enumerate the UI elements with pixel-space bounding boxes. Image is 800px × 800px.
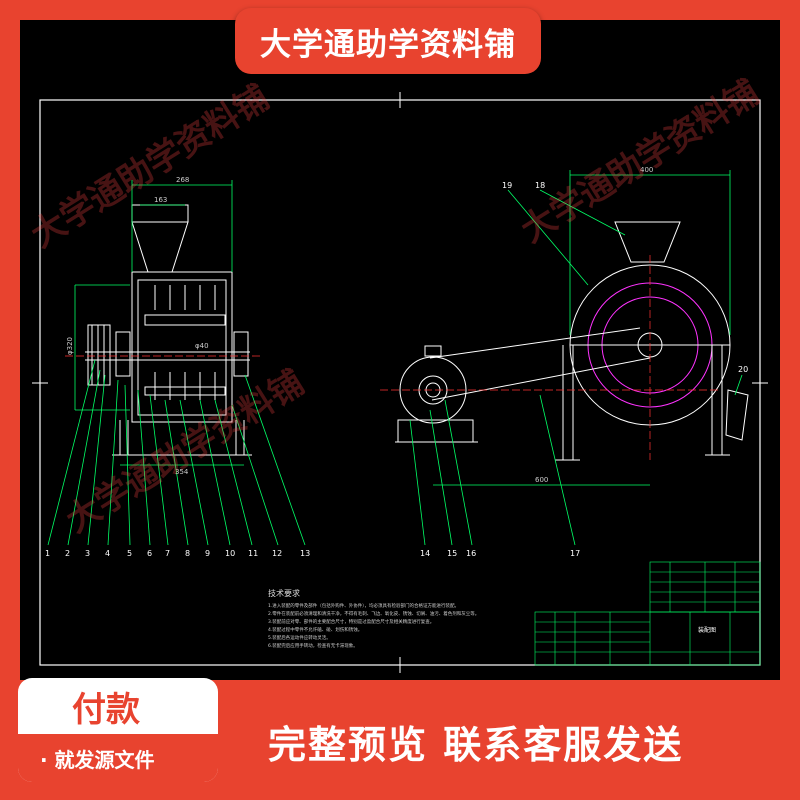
note-line: 3.装配前应对零、部件的主要配合尺寸，特别是过盈配合尺寸及相关精度进行复查。 xyxy=(268,618,434,625)
dimension-labels: 268 163 φ320 φ40 354 400 600 xyxy=(66,166,653,484)
part-number: 10 xyxy=(225,549,235,558)
part-number: 5 xyxy=(127,549,132,558)
part-number: 17 xyxy=(570,549,580,558)
note-line: 1.进入装配的零件及部件（包括外购件、外协件），均必须具有检验部门的合格证方能进… xyxy=(268,602,459,609)
title-block xyxy=(534,561,761,666)
part-number: 15 xyxy=(447,549,457,558)
part-number: 3 xyxy=(85,549,90,558)
part-number: 4 xyxy=(105,549,110,558)
top-banner: 大学通助学资料铺 xyxy=(235,8,541,74)
technical-notes: 技术要求 1.进入装配的零件及部件（包括外购件、外协件），均必须具有检验部门的合… xyxy=(268,588,479,649)
pay-subtitle-bar: · 就发源文件 xyxy=(18,734,218,782)
part-number: 7 xyxy=(165,549,170,558)
part-number: 12 xyxy=(272,549,282,558)
right-dimensions xyxy=(409,170,743,546)
banner-text: 大学通助学资料铺 xyxy=(260,26,516,63)
note-line: 5.装配后各运动件应转动灵活。 xyxy=(268,634,331,641)
note-line: 2.零件在装配前必须清理和清洗干净，不得有毛刺、飞边、氧化皮、锈蚀、切屑、油污、… xyxy=(268,610,479,617)
part-number: 2 xyxy=(65,549,70,558)
part-number: 11 xyxy=(248,549,258,558)
dim-base-width: 354 xyxy=(175,468,189,476)
dim-top-inner: 163 xyxy=(154,196,167,204)
part-number: 19 xyxy=(502,181,512,190)
pay-title: 付款 xyxy=(72,690,140,730)
left-dimensions xyxy=(47,180,306,546)
part-number: 9 xyxy=(205,549,210,558)
dim-top-width: 268 xyxy=(176,176,189,184)
pay-card[interactable]: 付款 · 就发源文件 xyxy=(18,678,218,782)
part-number: 14 xyxy=(420,549,430,558)
dim-left-height: φ320 xyxy=(66,337,74,355)
dim-shaft: φ40 xyxy=(195,342,209,350)
dim-right-base: 600 xyxy=(535,476,548,484)
part-number: 8 xyxy=(185,549,190,558)
part-number: 16 xyxy=(466,549,476,558)
left-view xyxy=(85,204,252,456)
dim-right-top: 400 xyxy=(640,166,653,174)
part-number: 20 xyxy=(738,365,748,374)
bottom-message: 完整预览 联系客服发送 xyxy=(268,723,684,767)
part-number: 6 xyxy=(147,549,152,558)
part-number: 13 xyxy=(300,549,310,558)
notes-title: 技术要求 xyxy=(268,588,300,598)
title-block-label: 装配图 xyxy=(698,626,716,634)
cad-drawing-frame xyxy=(20,20,780,680)
part-number: 1 xyxy=(45,549,50,558)
part-number: 18 xyxy=(535,181,545,190)
right-view xyxy=(395,221,749,461)
pay-subtitle: · 就发源文件 xyxy=(40,748,155,772)
note-line: 4.装配过程中零件不允许磕、碰、划伤和锈蚀。 xyxy=(268,626,362,633)
part-numbers: 1 2 3 4 5 6 7 8 9 10 11 12 13 14 15 16 1… xyxy=(45,181,748,558)
note-line: 6.装配完后应用手转动，检查有无卡滞现象。 xyxy=(268,642,358,649)
